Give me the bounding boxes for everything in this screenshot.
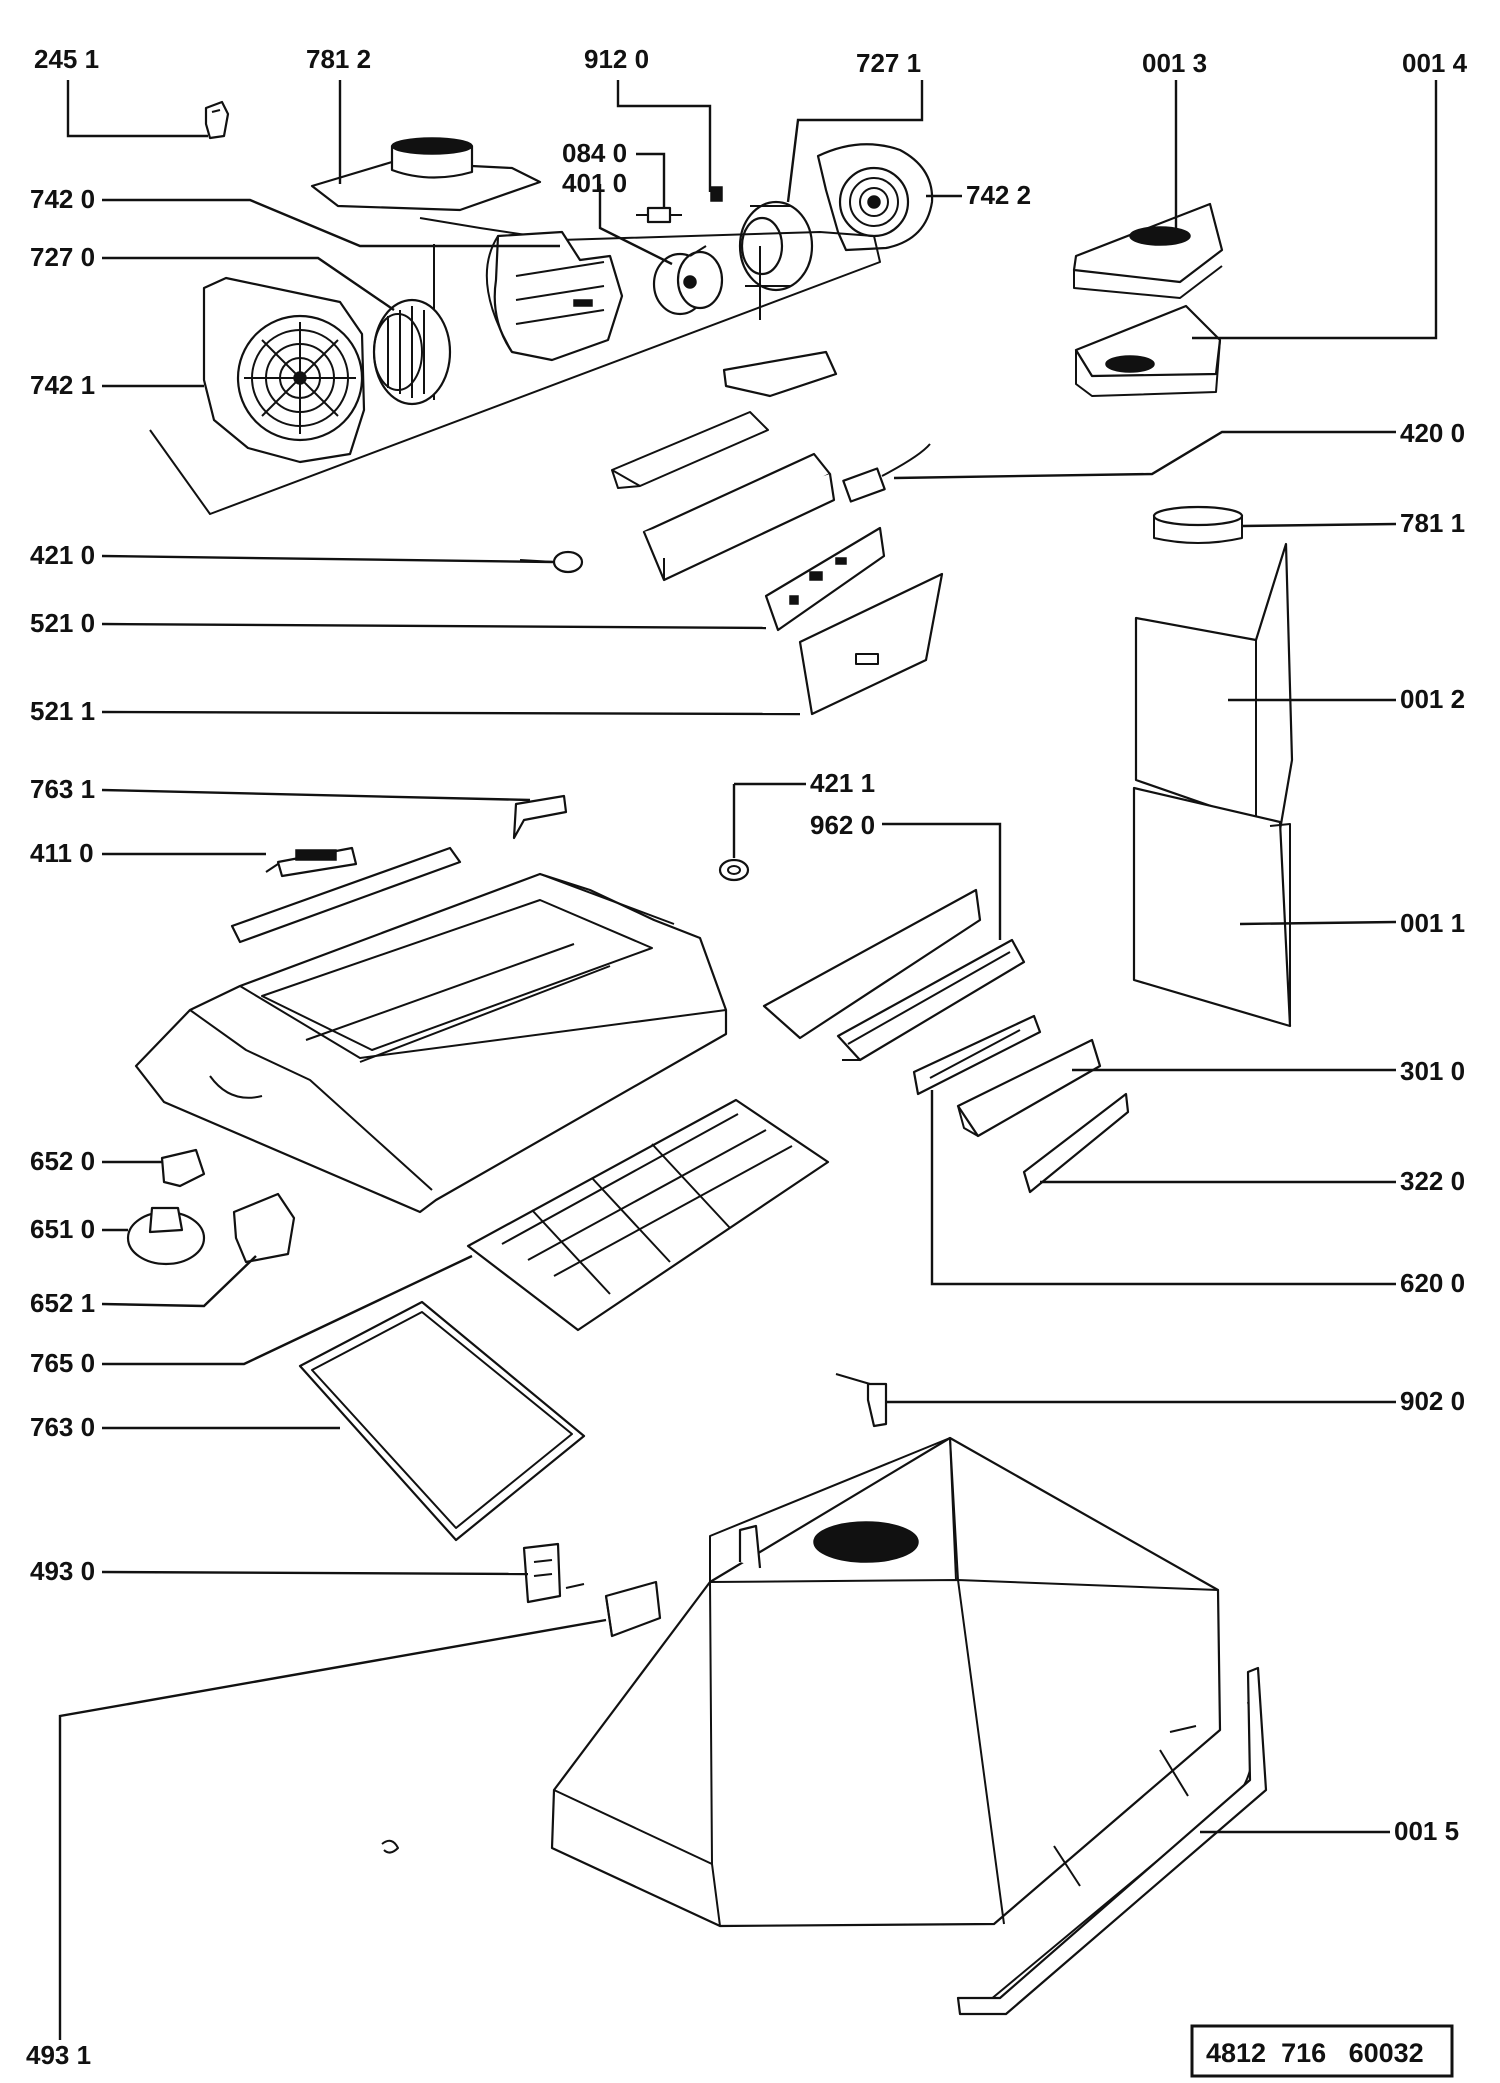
part-742-1-fan-housing [202, 276, 366, 464]
part-245-1-clip [204, 100, 230, 140]
part-493-1-box [604, 1580, 662, 1638]
label-411-0: 411 0 [30, 838, 94, 868]
label-322-0: 322 0 [1400, 1166, 1465, 1196]
part-bracket-upper [611, 350, 838, 489]
part-742-0-blower-chassis [149, 217, 881, 515]
part-001-4-cover [1074, 304, 1222, 397]
part-hood-body [134, 846, 728, 1214]
part-labels: 245 1 781 2 912 0 727 1 001 3 001 4 742 … [26, 44, 1468, 2070]
label-001-4: 001 4 [1402, 48, 1468, 78]
label-651-0: 651 0 [30, 1214, 95, 1244]
part-401-0-motor [652, 245, 724, 316]
part-727-0-impeller [372, 298, 452, 406]
label-765-0: 765 0 [30, 1348, 95, 1378]
label-763-1: 763 1 [30, 774, 95, 804]
label-521-1: 521 1 [30, 696, 95, 726]
part-902-0-screw [835, 1373, 888, 1428]
part-781-2-flange [310, 137, 542, 212]
part-763-1-clip [512, 794, 568, 840]
small-screw-mark [381, 1839, 399, 1854]
label-902-0: 902 0 [1400, 1386, 1465, 1416]
part-763-0-filter-mat [298, 1300, 586, 1542]
part-421-1-ring [718, 858, 750, 882]
part-912-0-nut [710, 186, 723, 202]
part-301-0-channel [956, 1038, 1102, 1138]
part-322-0-strip [1022, 1092, 1130, 1194]
label-421-1: 421 1 [810, 768, 875, 798]
label-727-0: 727 0 [30, 242, 95, 272]
label-084-0: 084 0 [562, 138, 627, 168]
part-521-1-light-cover [798, 572, 944, 716]
label-245-1: 245 1 [34, 44, 99, 74]
part-651-0-knob [126, 1206, 206, 1266]
label-781-2: 781 2 [306, 44, 371, 74]
document-number: 4812 716 60032 [1206, 2038, 1424, 2068]
part-001-2-chimney-upper [1134, 542, 1294, 832]
label-742-2: 742 2 [966, 180, 1031, 210]
label-742-1: 742 1 [30, 370, 95, 400]
part-652-1-cover [232, 1192, 296, 1264]
label-742-0: 742 0 [30, 184, 95, 214]
part-742-2-fan-housing [816, 143, 934, 252]
label-962-0: 962 0 [810, 810, 875, 840]
label-001-5: 001 5 [1394, 1816, 1459, 1846]
label-912-0: 912 0 [584, 44, 649, 74]
part-765-0-grease-filter [466, 1098, 830, 1332]
part-962-0-rails [762, 888, 1026, 1062]
part-001-1-chimney-lower [1132, 786, 1292, 1028]
label-652-0: 652 0 [30, 1146, 95, 1176]
label-421-0: 421 0 [30, 540, 95, 570]
part-521-0-pcb [764, 526, 886, 632]
label-727-1: 727 1 [856, 48, 921, 78]
part-001-3-cover [1072, 202, 1224, 299]
part-001-5-canopy [550, 1436, 1268, 2016]
part-493-0-connector [522, 1542, 585, 1604]
label-001-3: 001 3 [1142, 48, 1207, 78]
part-652-0-clip [160, 1148, 206, 1188]
part-521-0-light-housing [642, 452, 836, 582]
label-001-2: 001 2 [1400, 684, 1465, 714]
part-781-1-collar [1152, 505, 1244, 544]
part-727-1-impeller [738, 200, 814, 292]
label-763-0: 763 0 [30, 1412, 95, 1442]
part-420-0-lamp [842, 443, 931, 503]
leader-lines [58, 80, 1438, 2040]
label-521-0: 521 0 [30, 608, 95, 638]
label-781-1: 781 1 [1400, 508, 1465, 538]
part-084-0-capacitor [636, 206, 682, 224]
part-620-0-bracket [912, 1014, 1042, 1096]
label-493-0: 493 0 [30, 1556, 95, 1586]
label-493-1: 493 1 [26, 2040, 91, 2070]
label-401-0: 401 0 [562, 168, 627, 198]
label-620-0: 620 0 [1400, 1268, 1465, 1298]
label-652-1: 652 1 [30, 1288, 95, 1318]
part-411-0-switch [265, 846, 358, 878]
document-number-box: 4812 716 60032 [1190, 2024, 1454, 2078]
label-001-1: 001 1 [1400, 908, 1465, 938]
label-420-0: 420 0 [1400, 418, 1465, 448]
label-301-0: 301 0 [1400, 1056, 1465, 1086]
